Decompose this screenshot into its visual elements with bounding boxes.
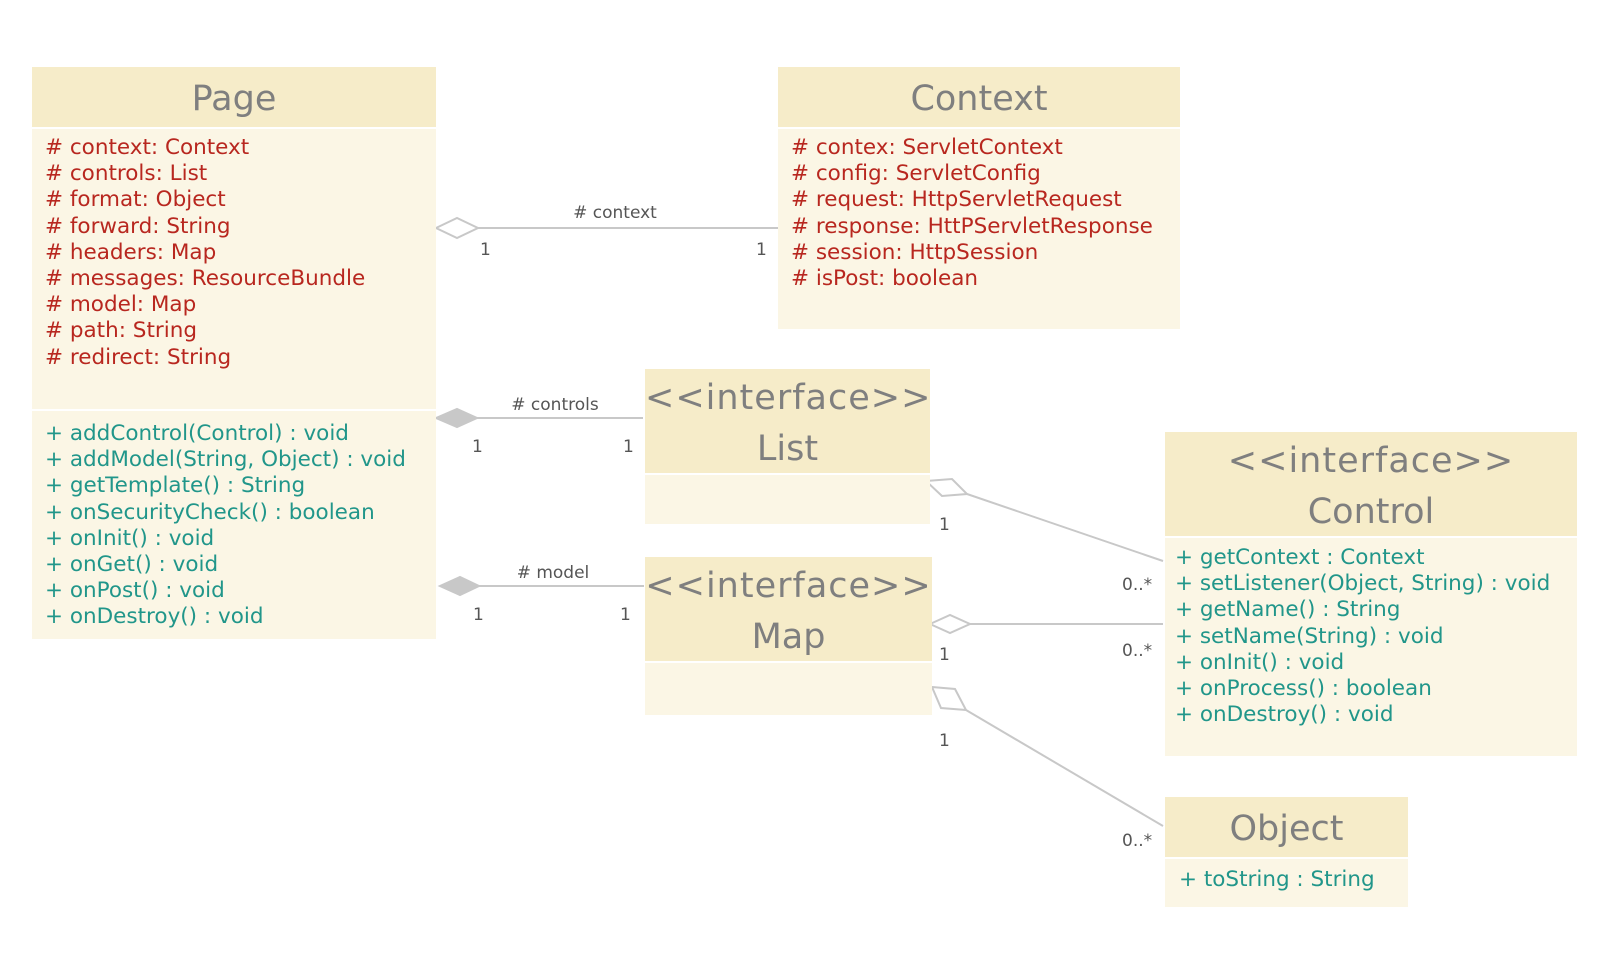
class-page[interactable]: Page # context: Context # controls: List…: [32, 67, 436, 639]
association-label: # model: [517, 563, 590, 583]
stereotype-label: <<interface>>: [645, 378, 932, 418]
association-page-map[interactable]: # model 1 1: [437, 563, 644, 625]
class-object[interactable]: Object + toString : String: [1165, 797, 1408, 907]
association-label: # controls: [511, 395, 599, 415]
attribute: # config: ServletConfig: [791, 161, 1041, 187]
attribute: # redirect: String: [45, 344, 232, 370]
operation: + addControl(Control) : void: [45, 421, 349, 446]
operation: + toString : String: [1179, 867, 1375, 892]
attribute: # messages: ResourceBundle: [45, 266, 366, 292]
class-header: Object: [1165, 797, 1408, 859]
operation: + onInit() : void: [45, 525, 215, 551]
operation-list: + addControl(Control) : void + addModel(…: [32, 411, 436, 631]
composition-diamond: [433, 407, 480, 429]
class-header: Context: [778, 67, 1180, 129]
multiplicity-target: 0..*: [1122, 831, 1152, 851]
multiplicity-target: 0..*: [1122, 641, 1152, 661]
association-page-context[interactable]: # context 1 1: [433, 203, 778, 260]
operation: + getContext : Context: [1175, 545, 1425, 570]
attribute: # contex: ServletContext: [791, 135, 1063, 160]
multiplicity-source: 1: [473, 605, 484, 625]
composition-diamond: [437, 575, 482, 597]
association-page-list[interactable]: # controls 1 1: [433, 395, 643, 457]
operation: + setListener(Object, String) : void: [1175, 571, 1551, 597]
attribute: # controls: List: [45, 161, 208, 187]
aggregation-diamond: [923, 477, 970, 498]
operation: + setName(String) : void: [1175, 623, 1444, 649]
aggregation-diamond: [927, 613, 973, 635]
multiplicity-target: 1: [756, 240, 767, 260]
attribute: # context: Context: [45, 135, 250, 160]
attribute: # session: HttpSession: [791, 239, 1039, 265]
association-label: # context: [573, 203, 657, 223]
stereotype-label: <<interface>>: [645, 566, 932, 606]
operation: + onSecurityCheck() : boolean: [45, 499, 375, 525]
multiplicity-source: 1: [472, 437, 483, 457]
operation: + onProcess() : boolean: [1175, 676, 1432, 702]
attribute: # format: Object: [45, 187, 226, 213]
operation: + onDestroy() : void: [45, 604, 264, 630]
operation: + onInit() : void: [1175, 649, 1345, 675]
class-context[interactable]: Context # contex: ServletContext # confi…: [778, 67, 1180, 329]
operation-list: + toString : String: [1165, 859, 1408, 893]
attribute: # request: HttpServletRequest: [791, 187, 1122, 213]
aggregation-diamond: [930, 685, 968, 712]
multiplicity-target: 0..*: [1122, 575, 1152, 595]
operation: + getTemplate() : String: [45, 473, 306, 499]
association-map-control[interactable]: 1 0..*: [927, 613, 1163, 665]
attribute: # forward: String: [45, 213, 231, 239]
attribute: # response: HttPServletResponse: [791, 213, 1153, 239]
class-header: <<interface>> Control: [1165, 432, 1577, 538]
attribute: # headers: Map: [45, 239, 217, 265]
operation: + onGet() : void: [45, 552, 219, 578]
association-map-object[interactable]: 1 0..*: [930, 685, 1164, 851]
attribute-list: # context: Context # controls: List # fo…: [32, 129, 436, 411]
class-header: Page: [32, 67, 436, 129]
interface-list[interactable]: <<interface>> List: [645, 369, 930, 524]
attribute-list: # contex: ServletContext # config: Servl…: [778, 129, 1180, 292]
multiplicity-source: 1: [480, 240, 491, 260]
multiplicity-target: 1: [623, 437, 634, 457]
operation: + onPost() : void: [45, 578, 225, 604]
aggregation-diamond: [433, 216, 481, 240]
interface-map[interactable]: <<interface>> Map: [645, 557, 932, 715]
attribute: # model: Map: [45, 292, 197, 318]
multiplicity-source: 1: [939, 515, 950, 535]
class-name: Context: [910, 79, 1048, 119]
class-name: Control: [1307, 492, 1435, 532]
operation: + addModel(String, Object) : void: [45, 447, 406, 473]
class-header: <<interface>> List: [645, 369, 930, 475]
operation: + onDestroy() : void: [1175, 702, 1394, 728]
attribute: # isPost: boolean: [791, 266, 979, 292]
class-header: <<interface>> Map: [645, 557, 932, 663]
class-name: Object: [1229, 809, 1344, 849]
operation-list: + getContext : Context + setListener(Obj…: [1165, 538, 1577, 728]
association-list-control[interactable]: 1 0..*: [923, 477, 1164, 595]
multiplicity-target: 1: [620, 605, 631, 625]
class-name: Page: [191, 79, 277, 119]
multiplicity-source: 1: [939, 645, 950, 665]
stereotype-label: <<interface>>: [1227, 441, 1515, 481]
class-name: List: [756, 429, 819, 469]
multiplicity-source: 1: [939, 731, 950, 751]
operation: + getName() : String: [1175, 597, 1401, 623]
class-name: Map: [751, 617, 826, 657]
interface-control[interactable]: <<interface>> Control + getContext : Con…: [1165, 432, 1577, 756]
attribute: # path: String: [45, 318, 197, 344]
